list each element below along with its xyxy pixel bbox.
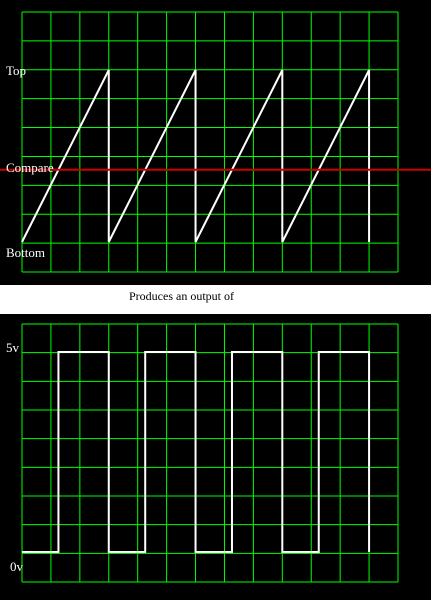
grid-bottom	[21, 323, 399, 583]
compare-level-label: Compare	[6, 160, 54, 175]
top-level-label: Top	[6, 63, 27, 78]
square-wave-trace	[22, 351, 371, 553]
caption-text: Produces an output of	[129, 289, 234, 303]
high-voltage-label: 5v	[6, 340, 19, 355]
bottom-level-label: Bottom	[6, 245, 46, 260]
sawtooth-scope-graph	[0, 11, 431, 273]
sawtooth-trace	[21, 69, 371, 243]
square-wave-scope-graph	[21, 323, 399, 583]
low-voltage-label: 0v	[10, 559, 23, 574]
sawtooth-scope-panel: Top Compare Bottom	[0, 0, 431, 285]
grid-top	[21, 11, 399, 273]
square-wave-scope-panel: 5v 0v	[0, 314, 431, 600]
